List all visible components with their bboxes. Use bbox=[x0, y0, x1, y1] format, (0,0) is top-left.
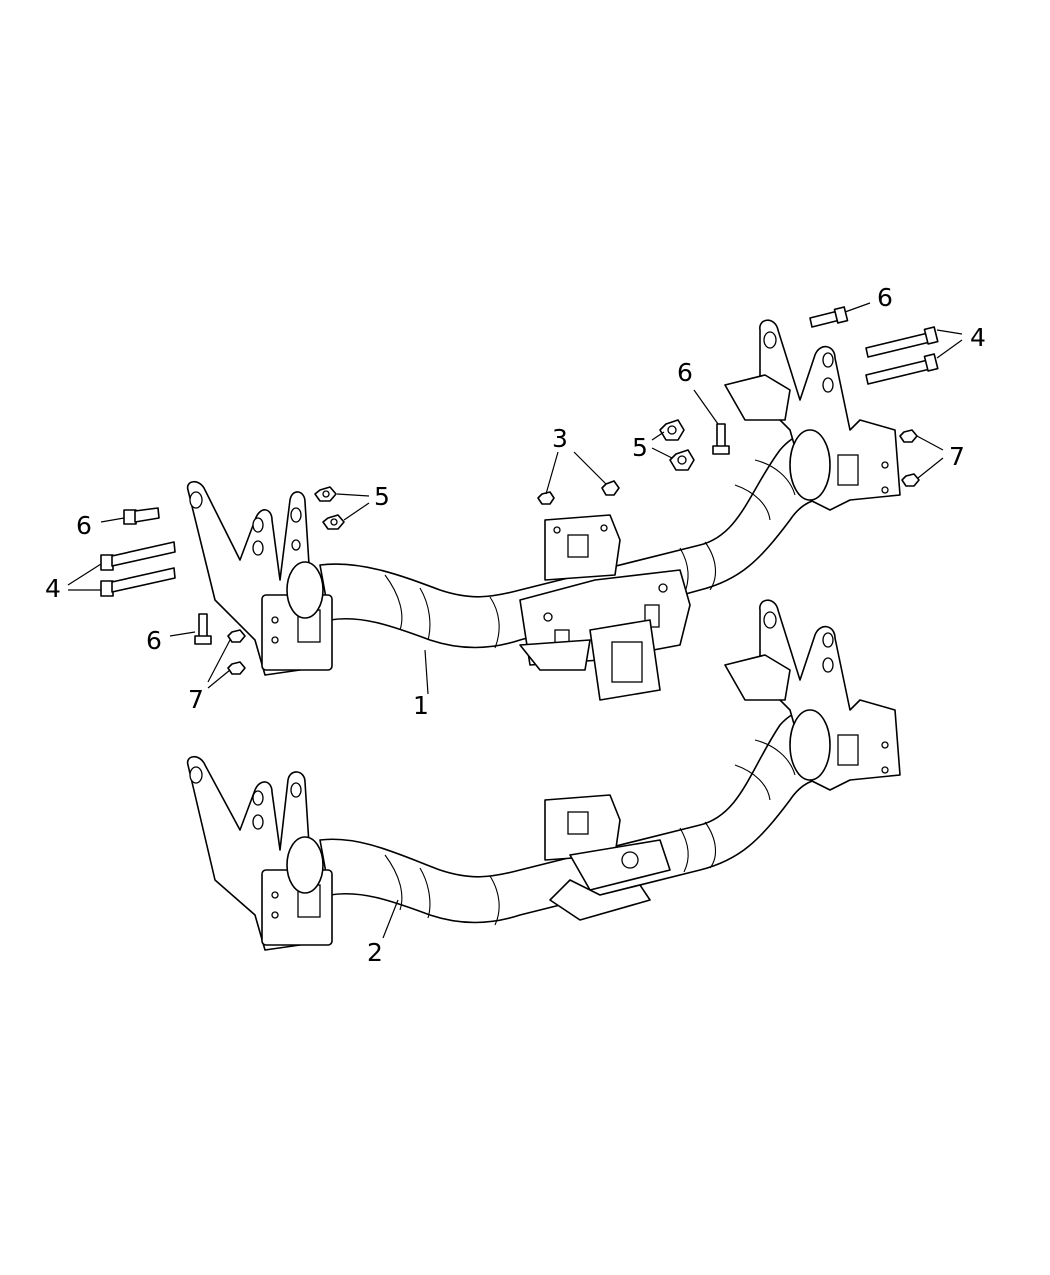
callout-7-left: 7 bbox=[188, 685, 204, 714]
callout-5-center: 5 bbox=[632, 433, 648, 462]
bolt-6-top-right bbox=[809, 306, 849, 328]
bolt-4-left-lower bbox=[100, 567, 176, 597]
bolt-4-left-upper bbox=[100, 541, 176, 571]
hitch-assembly-with-receiver bbox=[186, 319, 901, 701]
upper-right-bracket bbox=[759, 319, 901, 511]
nut-5-upper bbox=[659, 419, 685, 441]
bolt-6-left-vertical bbox=[194, 613, 212, 645]
nut-5-left-lower bbox=[322, 514, 345, 530]
callout-3: 3 bbox=[552, 424, 568, 453]
callout-4-left: 4 bbox=[45, 574, 61, 603]
callout-6-left-lower: 6 bbox=[146, 626, 162, 655]
callout-6-top-right: 6 bbox=[877, 283, 893, 312]
nut-5-left-upper bbox=[314, 486, 337, 502]
bolt-4-right-lower bbox=[865, 353, 939, 385]
leader-lines bbox=[67, 302, 963, 939]
nut-7-left-upper bbox=[227, 629, 246, 643]
lower-right-bracket bbox=[759, 599, 901, 791]
callout-2: 2 bbox=[367, 938, 383, 967]
screw-3-left bbox=[537, 491, 555, 505]
bolt-4-right-upper bbox=[865, 326, 939, 358]
callout-5-left: 5 bbox=[374, 482, 390, 511]
callout-6-left: 6 bbox=[76, 511, 92, 540]
nut-7-right-upper bbox=[899, 429, 918, 443]
fasteners bbox=[100, 306, 939, 675]
callout-6-center: 6 bbox=[677, 358, 693, 387]
callout-1: 1 bbox=[413, 691, 429, 720]
callout-4-right: 4 bbox=[970, 323, 986, 352]
hitch-assembly-base bbox=[186, 599, 901, 951]
callout-7-right: 7 bbox=[949, 442, 965, 471]
bolt-6-left bbox=[123, 507, 160, 525]
bolt-6-center-right bbox=[712, 423, 730, 455]
callout-labels: 1 2 3 4 4 5 5 6 6 6 6 7 7 bbox=[45, 283, 986, 967]
nut-7-left-lower bbox=[227, 661, 246, 675]
screw-3-right bbox=[601, 480, 620, 496]
nut-5-lower bbox=[669, 449, 695, 471]
nut-7-right-lower bbox=[901, 473, 920, 487]
